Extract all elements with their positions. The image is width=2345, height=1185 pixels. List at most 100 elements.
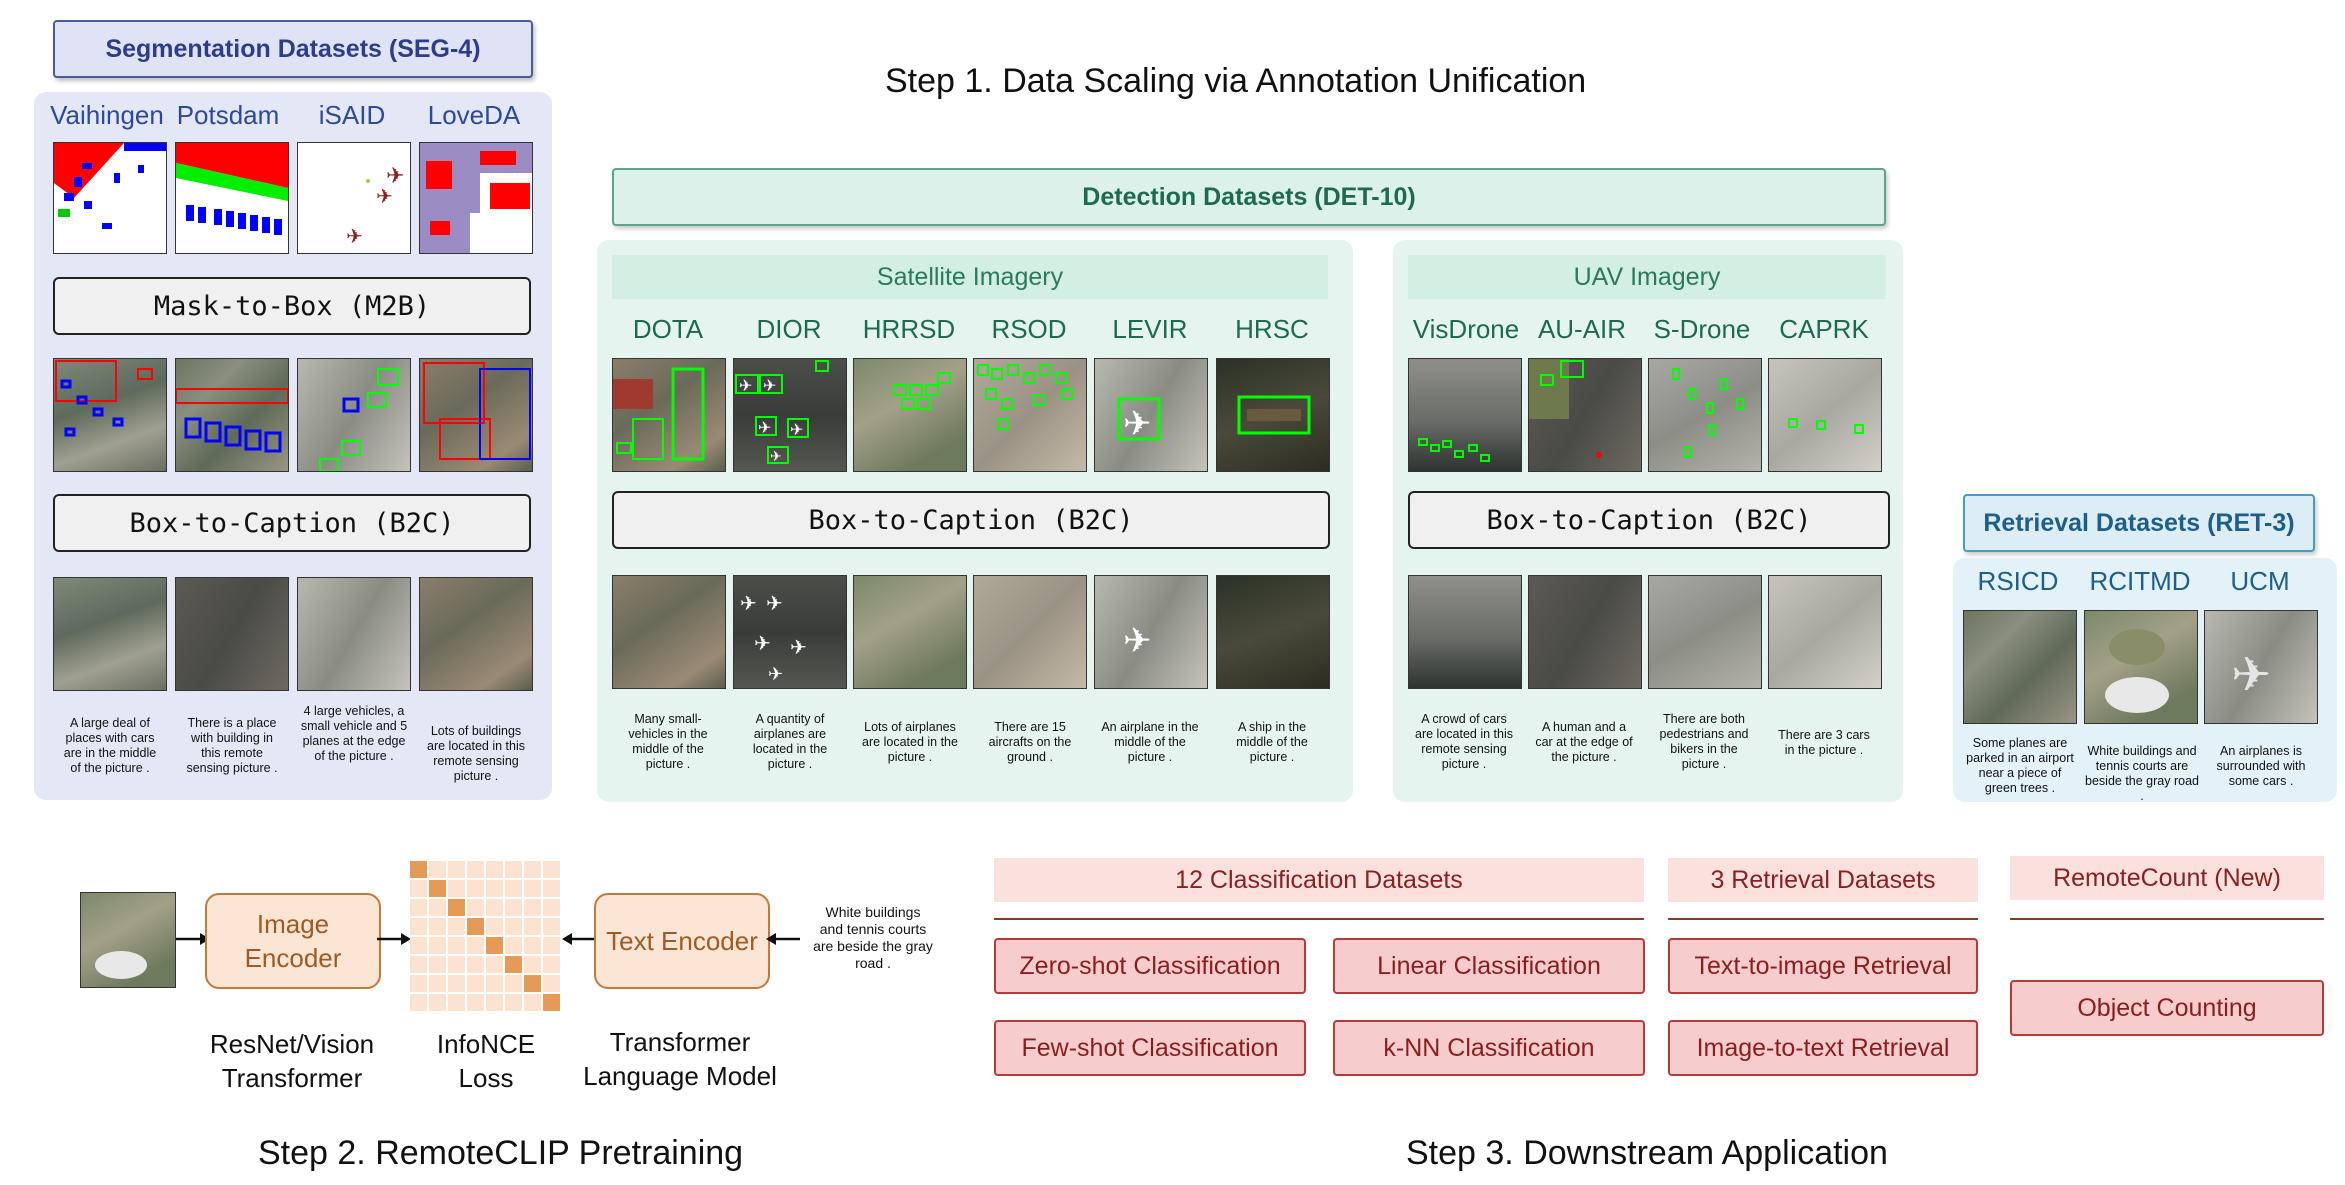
sat-caption-text: A ship in the middle of the picture . — [1236, 720, 1308, 764]
sat-caption-text: There are 15 aircrafts on the ground . — [988, 720, 1072, 764]
text-encoder: Text Encoder — [594, 893, 770, 989]
seg-caption-text: 4 large vehicles, a small vehicle and 5 … — [300, 704, 408, 763]
mask-graphic — [420, 143, 532, 253]
divider — [1668, 918, 1978, 920]
sat-box-image — [1216, 358, 1330, 472]
ret-image: ✈ — [2204, 610, 2318, 724]
ret-caption-text: White buildings and tennis courts are be… — [2085, 744, 2199, 803]
seg-box-image — [53, 358, 167, 472]
sat-caption-text: An airplane in the middle of the picture… — [1101, 720, 1199, 764]
seg-dataset-label: iSAID — [318, 100, 386, 130]
matrix-cell — [448, 937, 465, 954]
matrix-cell — [467, 994, 484, 1011]
sat-dataset-label: RSOD — [991, 314, 1067, 344]
uav-box-image — [1768, 358, 1882, 472]
box-graphic — [1418, 438, 1490, 462]
matrix-cell — [448, 918, 465, 935]
building-graphic — [95, 951, 147, 979]
svg-text:✈: ✈ — [739, 378, 752, 395]
sat-box-image — [973, 358, 1087, 472]
matrix-cell — [505, 880, 522, 897]
svg-text:✈: ✈ — [790, 637, 807, 659]
svg-text:✈: ✈ — [754, 633, 771, 655]
box-graphic — [1529, 359, 1602, 458]
sat-caption-text: A quantity of airplanes are located in t… — [752, 712, 828, 771]
uav-caption-image — [1768, 575, 1882, 689]
matrix-cell — [429, 956, 446, 973]
svg-text:✈: ✈ — [770, 448, 782, 464]
svg-text:✈: ✈ — [790, 422, 803, 439]
sat-caption-image: ✈✈ ✈✈ ✈ — [733, 575, 847, 689]
matrix-cell — [429, 994, 446, 1011]
plane-graphic: ✈✈ ✈✈ ✈ — [740, 593, 807, 684]
matrix-cell — [505, 994, 522, 1011]
uav-caption-text: A crowd of cars are located in this remo… — [1415, 712, 1513, 771]
loss-label: InfoNCE Loss — [436, 1029, 536, 1093]
matrix-cell — [486, 994, 503, 1011]
matrix-cell — [543, 975, 560, 992]
matrix-cell — [486, 956, 503, 973]
retrieval-header: 3 Retrieval Datasets — [1668, 858, 1978, 902]
ret-dataset-label: UCM — [2230, 566, 2290, 596]
seg-mask-image — [419, 142, 533, 254]
building-graphic — [2105, 629, 2169, 713]
step3-title: Step 3. Downstream Application — [1406, 1134, 1888, 1172]
matrix-cell — [448, 880, 465, 897]
matrix-cell — [467, 956, 484, 973]
svg-text:✈: ✈ — [1123, 405, 1152, 443]
uav-box-image — [1648, 358, 1762, 472]
box-graphic — [55, 360, 153, 437]
svg-text:✈: ✈ — [766, 593, 783, 615]
matrix-cell — [505, 861, 522, 878]
matrix-cell — [448, 994, 465, 1011]
svg-text:✈: ✈ — [758, 420, 771, 437]
few-shot-classification: Few-shot Classification — [994, 1020, 1306, 1076]
box-graphic — [319, 368, 399, 471]
matrix-cell — [410, 956, 427, 973]
uav-box-image — [1528, 358, 1642, 472]
seg-caption-text: Lots of buildings are located in this re… — [427, 724, 525, 783]
matrix-cell-positive — [429, 880, 446, 897]
box-graphic — [1237, 395, 1311, 435]
sat-dataset-label: HRRSD — [862, 314, 956, 344]
matrix-cell — [524, 918, 541, 935]
matrix-cell — [543, 956, 560, 973]
seg-mask-image: ✈ ✈ ✈ — [297, 142, 411, 254]
sat-caption-image — [853, 575, 967, 689]
sat-box-image — [612, 358, 726, 472]
input-image — [80, 892, 176, 988]
svg-text:✈: ✈ — [1123, 622, 1152, 660]
matrix-cell — [486, 975, 503, 992]
uav-caption-image — [1408, 575, 1522, 689]
uav-box-to-caption-step: Box-to-Caption (B2C) — [1408, 491, 1890, 549]
svg-text:✈: ✈ — [768, 664, 783, 684]
matrix-cell — [543, 937, 560, 954]
matrix-cell — [505, 918, 522, 935]
matrix-cell — [410, 975, 427, 992]
ret-image — [1963, 610, 2077, 724]
box-graphic — [1672, 368, 1744, 458]
zero-shot-classification: Zero-shot Classification — [994, 938, 1306, 994]
matrix-cell — [524, 880, 541, 897]
matrix-cell — [467, 899, 484, 916]
matrix-cell — [410, 918, 427, 935]
matrix-cell — [429, 975, 446, 992]
matrix-cell — [524, 994, 541, 1011]
matrix-cell — [543, 880, 560, 897]
sat-caption-image: ✈ — [1094, 575, 1208, 689]
ret-image — [2084, 610, 2198, 724]
mask-graphic — [54, 143, 166, 229]
matrix-cell — [486, 918, 503, 935]
ret-caption-text: Some planes are parked in an airport nea… — [1966, 736, 2074, 795]
image-encoder-label: ResNet/Vision Transformer — [209, 1029, 375, 1093]
svg-text:✈: ✈ — [386, 163, 404, 188]
matrix-cell-positive — [524, 975, 541, 992]
sat-caption-image — [612, 575, 726, 689]
uav-caption-text: There are 3 cars in the picture . — [1778, 728, 1870, 757]
sat-caption-image — [973, 575, 1087, 689]
matrix-cell — [410, 899, 427, 916]
seg-caption-image — [53, 577, 167, 691]
sat-caption-image — [1216, 575, 1330, 689]
matrix-cell — [429, 899, 446, 916]
count-header: RemoteCount (New) — [2010, 856, 2324, 900]
